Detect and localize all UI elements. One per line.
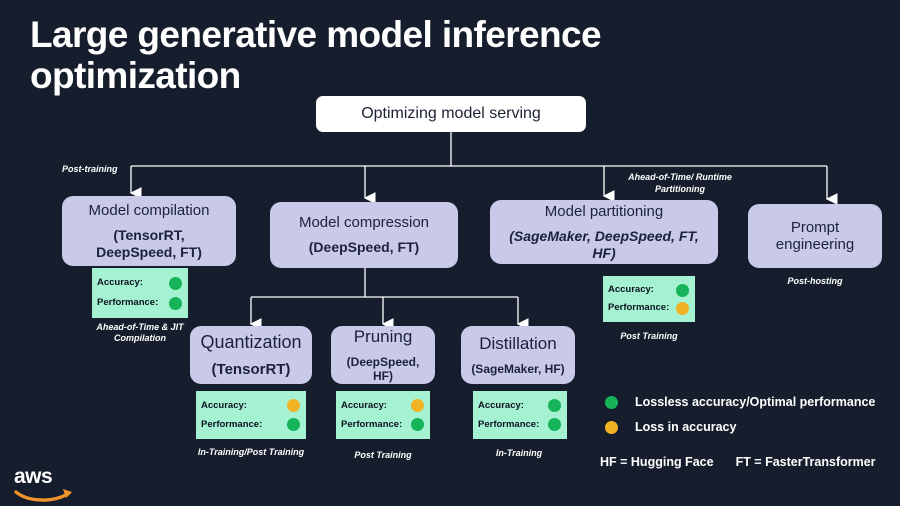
status-row-performance: Performance: bbox=[97, 296, 182, 310]
status-accuracy-label: Accuracy: bbox=[478, 399, 524, 411]
caption-model-partitioning: Post Training bbox=[620, 331, 678, 341]
node-subtitle: (SageMaker, HF) bbox=[471, 361, 565, 376]
status-performance-label: Performance: bbox=[201, 418, 263, 430]
legend: Lossless accuracy/Optimal performance Lo… bbox=[605, 395, 895, 445]
status-row-accuracy: Accuracy: bbox=[201, 399, 300, 412]
caption-quantization: In-Training/Post Training bbox=[197, 447, 305, 457]
node-title: Pruning bbox=[353, 327, 413, 347]
node-title: Model compression bbox=[298, 214, 430, 232]
performance-status-dot bbox=[676, 301, 689, 315]
edge-label-post-training: Post-training bbox=[62, 164, 118, 174]
node-subtitle: (TensorRT,DeepSpeed, FT) bbox=[96, 227, 202, 260]
status-card-distillation: Accuracy: Performance: bbox=[473, 391, 567, 439]
page-title: Large generative model inference optimiz… bbox=[30, 14, 602, 97]
edge-label-line-1: Ahead-of-Time/ Runtime bbox=[628, 172, 732, 182]
caption-pruning: Post Training bbox=[354, 450, 412, 460]
node-distillation[interactable]: Distillation (SageMaker, HF) bbox=[461, 326, 575, 384]
node-model-partitioning[interactable]: Model partitioning (SageMaker, DeepSpeed… bbox=[490, 200, 718, 264]
performance-status-dot bbox=[548, 418, 561, 431]
status-row-accuracy: Accuracy: bbox=[478, 399, 561, 412]
status-accuracy-label: Accuracy: bbox=[608, 284, 654, 296]
legend-item-loss-accuracy: Loss in accuracy bbox=[605, 420, 895, 434]
accuracy-status-dot bbox=[287, 399, 300, 412]
status-row-accuracy: Accuracy: bbox=[341, 399, 424, 412]
caption-prompt-engineering: Post-hosting bbox=[787, 276, 843, 286]
performance-status-dot bbox=[411, 418, 424, 431]
status-accuracy-label: Accuracy: bbox=[341, 399, 387, 411]
node-title: Model compilation bbox=[88, 201, 210, 219]
status-row-performance: Performance: bbox=[478, 418, 561, 431]
status-performance-label: Performance: bbox=[608, 302, 670, 314]
caption-distillation: In-Training bbox=[495, 448, 543, 458]
node-pruning[interactable]: Pruning (DeepSpeed, HF) bbox=[331, 326, 435, 384]
abbrev-ft: FT = FasterTransformer bbox=[735, 455, 876, 469]
legend-label: Loss in accuracy bbox=[635, 420, 737, 434]
status-card-pruning: Accuracy: Performance: bbox=[336, 391, 430, 439]
accuracy-status-dot bbox=[676, 283, 689, 297]
status-performance-label: Performance: bbox=[478, 418, 540, 430]
status-row-performance: Performance: bbox=[201, 418, 300, 431]
status-row-performance: Performance: bbox=[608, 301, 689, 315]
legend-yellow-dot-icon bbox=[605, 420, 618, 434]
abbreviation-legend: HF = Hugging Face FT = FasterTransformer bbox=[600, 455, 876, 469]
abbrev-hf: HF = Hugging Face bbox=[600, 455, 714, 469]
node-quantization[interactable]: Quantization (TensorRT) bbox=[190, 326, 312, 384]
edge-label-line-2: Partitioning bbox=[655, 183, 705, 194]
node-optimizing-model-serving[interactable]: Optimizing model serving bbox=[316, 96, 586, 132]
node-model-compilation[interactable]: Model compilation (TensorRT,DeepSpeed, F… bbox=[62, 196, 236, 266]
node-subtitle: (DeepSpeed, FT) bbox=[308, 239, 420, 256]
accuracy-status-dot bbox=[411, 399, 424, 412]
legend-label: Lossless accuracy/Optimal performance bbox=[635, 395, 876, 409]
status-card-quantization: Accuracy: Performance: bbox=[196, 391, 306, 439]
status-card-model-partitioning: Accuracy: Performance: bbox=[603, 276, 695, 322]
accuracy-status-dot bbox=[169, 276, 182, 290]
status-card-model-compilation: Accuracy: Performance: bbox=[92, 268, 188, 318]
status-row-accuracy: Accuracy: bbox=[608, 283, 689, 297]
aws-logo: aws bbox=[14, 465, 86, 502]
status-row-accuracy: Accuracy: bbox=[97, 276, 182, 290]
aws-wordmark: aws bbox=[14, 465, 53, 488]
edge-label-aot-runtime-partitioning: Ahead-of-Time/ Runtime Partitioning bbox=[614, 172, 746, 195]
status-accuracy-label: Accuracy: bbox=[201, 399, 247, 411]
status-accuracy-label: Accuracy: bbox=[97, 277, 143, 289]
status-performance-label: Performance: bbox=[341, 418, 403, 430]
accuracy-status-dot bbox=[548, 399, 561, 412]
performance-status-dot bbox=[169, 296, 182, 310]
legend-green-dot-icon bbox=[605, 395, 618, 409]
node-subtitle: (DeepSpeed, HF) bbox=[346, 354, 420, 383]
status-row-performance: Performance: bbox=[341, 418, 424, 431]
node-title: Distillation bbox=[479, 334, 557, 354]
status-performance-label: Performance: bbox=[97, 297, 159, 309]
legend-item-lossless: Lossless accuracy/Optimal performance bbox=[605, 395, 895, 409]
performance-status-dot bbox=[287, 418, 300, 431]
node-subtitle: (SageMaker, DeepSpeed, FT, HF) bbox=[509, 228, 699, 261]
node-title: Model partitioning bbox=[544, 202, 664, 220]
aws-smile-icon bbox=[14, 489, 72, 502]
node-subtitle: (TensorRT) bbox=[211, 360, 291, 378]
node-model-compression[interactable]: Model compression (DeepSpeed, FT) bbox=[270, 202, 458, 268]
node-title: Quantization bbox=[200, 331, 302, 352]
root-label: Optimizing model serving bbox=[361, 105, 541, 122]
